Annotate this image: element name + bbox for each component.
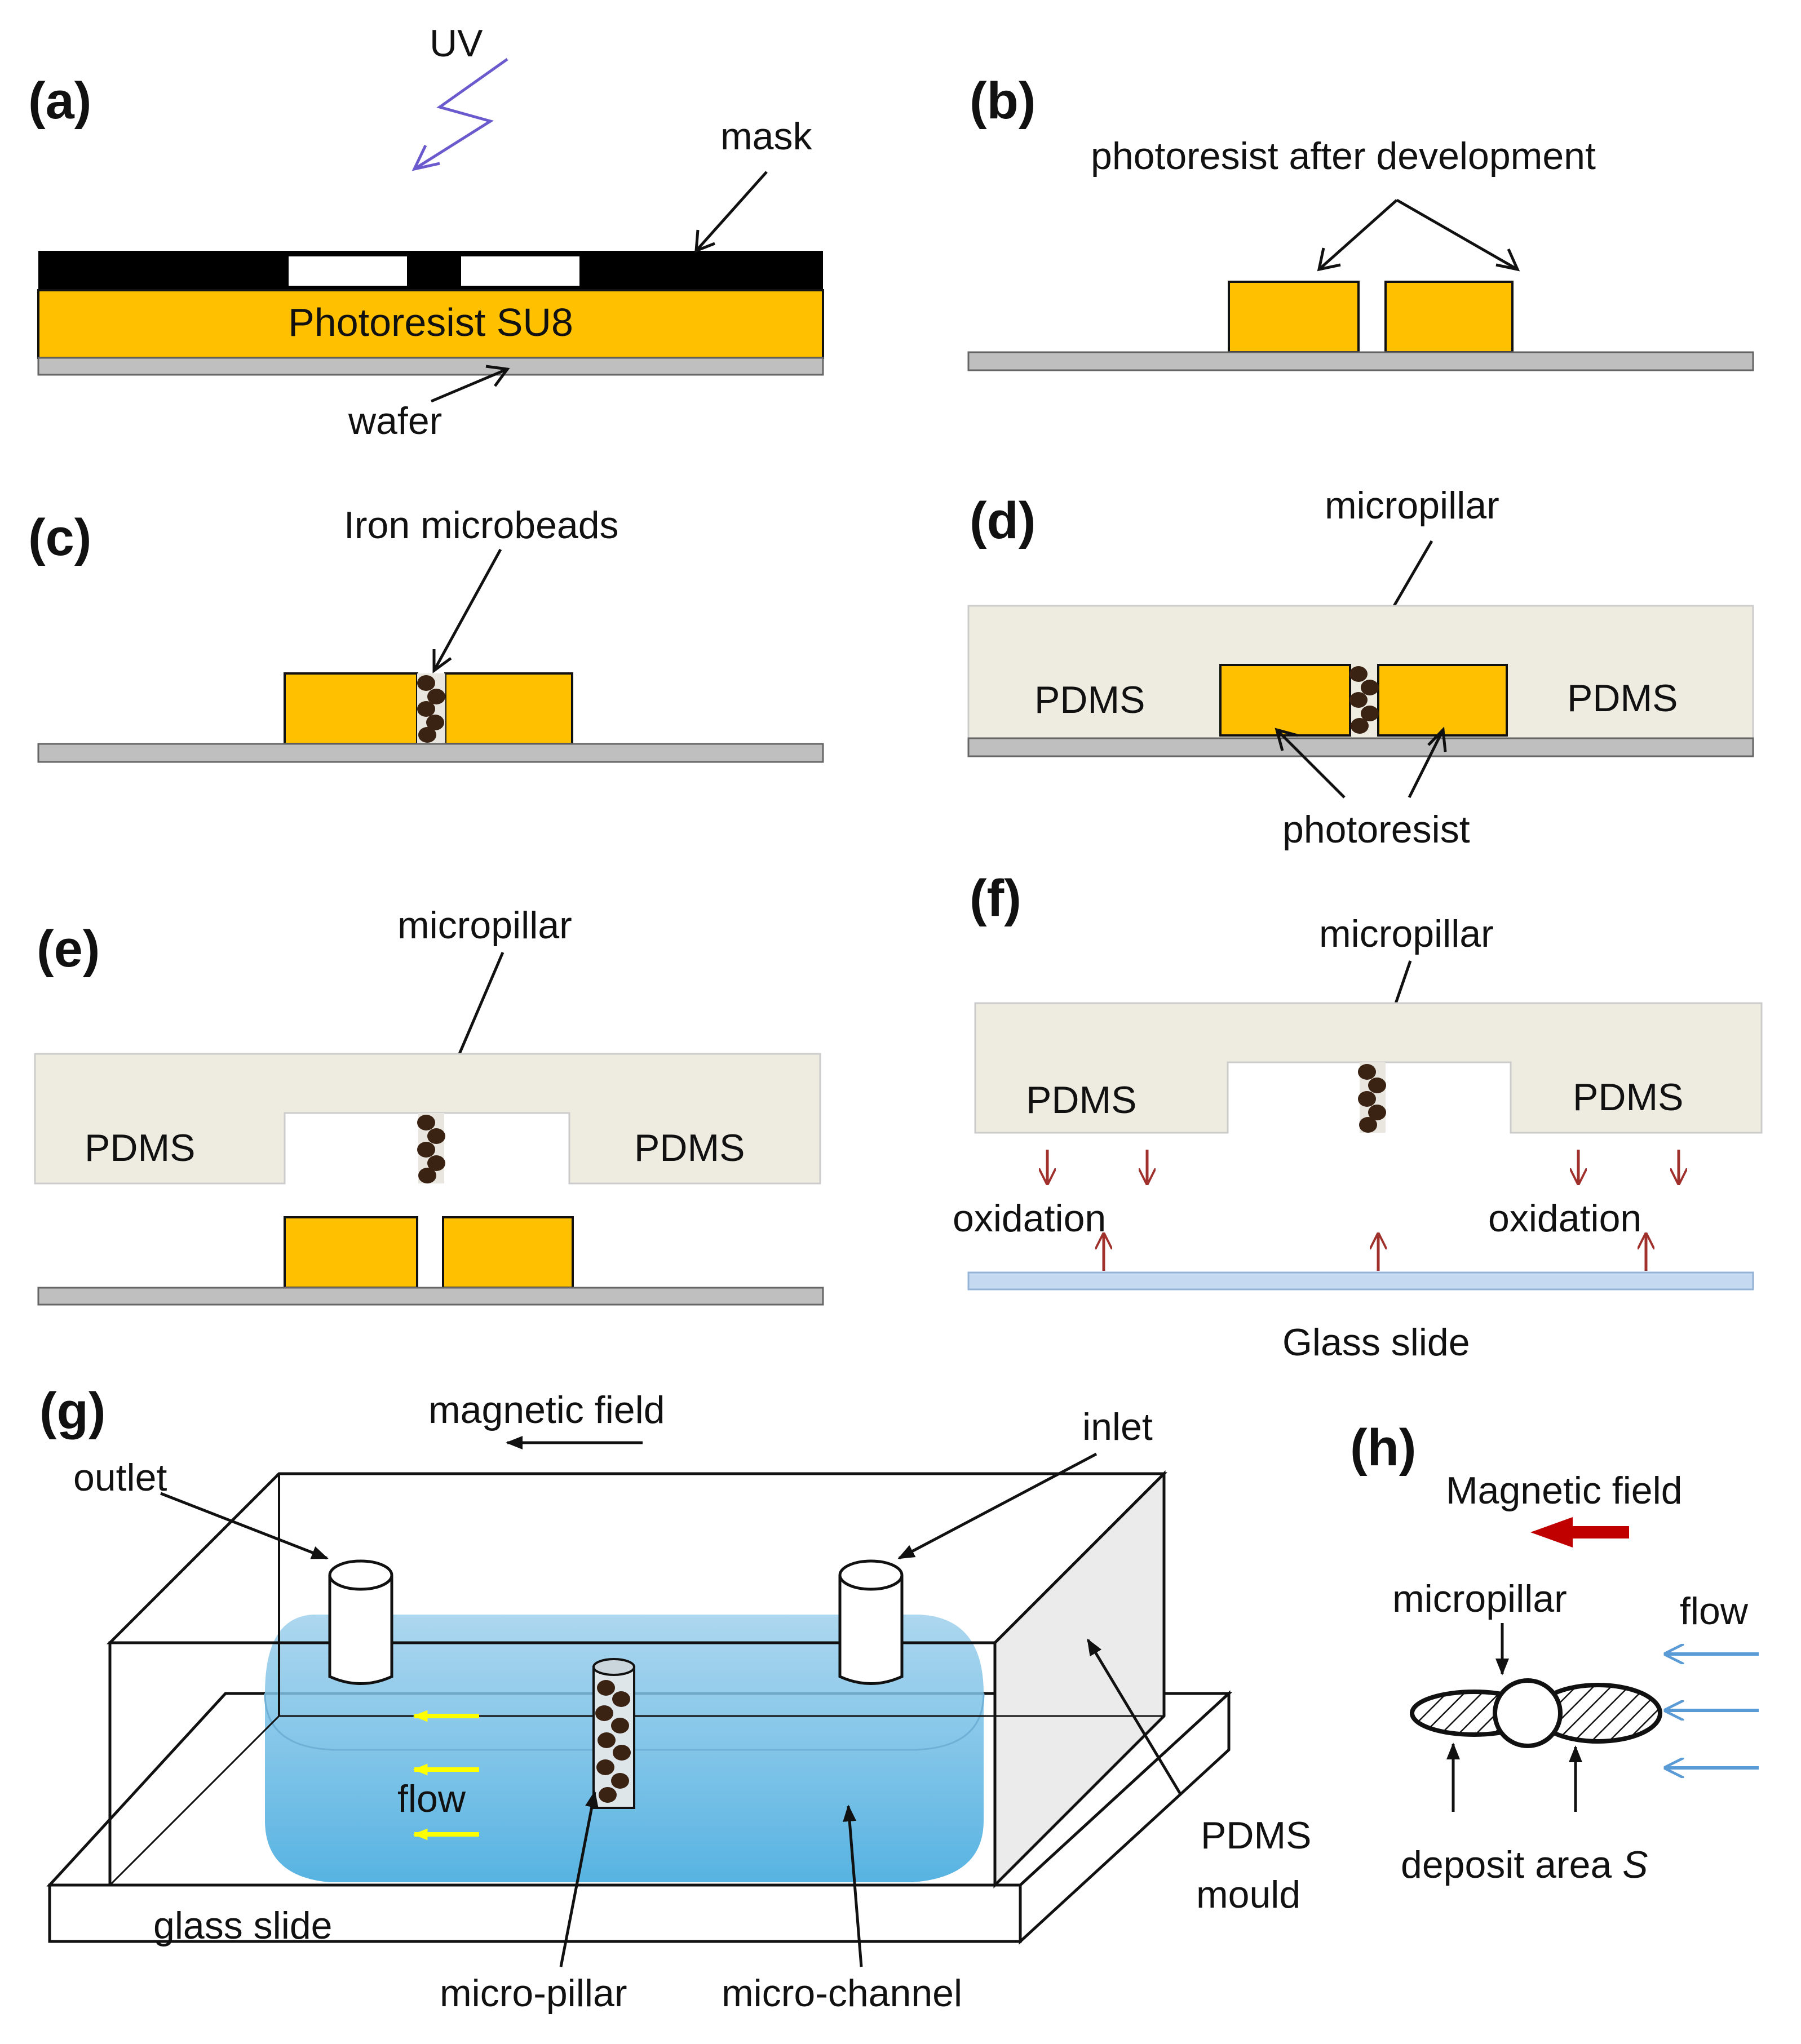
photoresist-label-d: photoresist xyxy=(1282,808,1470,851)
flow-label-h: flow xyxy=(1680,1590,1749,1633)
oxidation-right-label: oxidation xyxy=(1488,1197,1641,1240)
micropillar-label-e: micropillar xyxy=(397,904,572,947)
photoresist-su8-layer xyxy=(37,289,824,359)
pdms-mould-label-line2: mould xyxy=(1196,1873,1300,1916)
pdms-left-label-f: PDMS xyxy=(1026,1079,1136,1121)
glass-slide-label-g: glass slide xyxy=(153,1904,333,1947)
micro-pillar-label: micro-pillar xyxy=(440,1972,627,2015)
panel-g: (g) magnetic field xyxy=(39,1382,1311,2015)
micropillar-circle-h xyxy=(1493,1678,1563,1748)
photoresist-block-right-c xyxy=(444,672,573,745)
micropillar-label-f: micropillar xyxy=(1319,912,1494,955)
panel-e: (e) micropillar PDMS PDMS xyxy=(34,904,824,1306)
wafer-layer-c xyxy=(37,743,824,763)
micropillar-label-h: micropillar xyxy=(1392,1577,1567,1620)
photoresist-block-right-e xyxy=(442,1216,574,1289)
pdms-left-label-e: PDMS xyxy=(85,1127,195,1169)
uv-lightning-icon xyxy=(413,57,508,171)
panel-label-g: (g) xyxy=(39,1382,105,1440)
deposit-area-symbol: S xyxy=(1622,1843,1648,1886)
mask-layer xyxy=(38,251,823,290)
panel-label-c: (c) xyxy=(28,509,91,566)
pdms-mould-f xyxy=(974,1002,1763,1134)
magnetic-field-label-h: Magnetic field xyxy=(1446,1469,1683,1512)
glass-slide-label-f: Glass slide xyxy=(1282,1321,1470,1364)
pdms-right-label-d: PDMS xyxy=(1567,677,1678,720)
panel-label-a: (a) xyxy=(28,72,91,130)
pdms-left-label-d: PDMS xyxy=(1034,679,1145,721)
photoresist-after-development-label: photoresist after development xyxy=(1091,135,1596,178)
mask-label: mask xyxy=(720,115,812,158)
photoresist-su8-label: Photoresist SU8 xyxy=(288,300,573,344)
wafer-layer-d xyxy=(967,737,1754,757)
flow-label-g: flow xyxy=(397,1777,466,1820)
wafer-layer-e xyxy=(37,1287,824,1306)
photoresist-block-left-e xyxy=(284,1216,418,1289)
photoresist-block-left-d xyxy=(1219,664,1351,737)
photoresist-block-left xyxy=(1228,281,1360,353)
micro-channel-label: micro-channel xyxy=(722,1972,962,2015)
glass-slide-f xyxy=(967,1271,1754,1291)
uv-label: UV xyxy=(430,22,483,65)
inlet-port[interactable] xyxy=(838,1559,904,1685)
flow-arrows-h xyxy=(1666,1654,1759,1768)
wafer-layer-b xyxy=(967,351,1754,371)
panel-label-e: (e) xyxy=(37,920,100,978)
micro-pillar-g xyxy=(592,1658,635,1809)
pdms-right-label-f: PDMS xyxy=(1573,1076,1683,1119)
photoresist-block-right xyxy=(1384,281,1514,353)
panel-label-d: (d) xyxy=(970,492,1036,549)
deposit-area-shape xyxy=(1410,1678,1662,1748)
inlet-label: inlet xyxy=(1082,1405,1153,1448)
outlet-port[interactable] xyxy=(328,1559,393,1685)
flow-arrows-g xyxy=(413,1710,479,1841)
panel-d: (d) micropillar PDMS PDMS photoresist xyxy=(967,484,1754,851)
deposit-area-text: deposit area xyxy=(1401,1843,1622,1886)
photoresist-block-right-d xyxy=(1377,664,1508,737)
wafer-label: wafer xyxy=(348,400,442,442)
photoresist-block-left-c xyxy=(284,672,418,745)
panel-label-b: (b) xyxy=(970,72,1036,130)
magnetic-field-arrow-h xyxy=(1530,1517,1629,1548)
panel-a: (a) UV Photoresist SU8 mask wafer xyxy=(28,22,824,442)
panel-f: (f) micropillar PDMS PDMS oxidation oxid… xyxy=(953,870,1763,1364)
wafer-layer xyxy=(37,357,824,376)
oxidation-left-label: oxidation xyxy=(953,1197,1106,1240)
outlet-label: outlet xyxy=(73,1456,167,1499)
panel-label-h: (h) xyxy=(1350,1419,1416,1477)
iron-microbeads-label: Iron microbeads xyxy=(344,504,619,547)
panel-b: (b) photoresist after development xyxy=(967,72,1754,371)
pdms-mould-label-line1: PDMS xyxy=(1201,1814,1311,1857)
panel-h: (h) Magnetic field micropillar flow depo… xyxy=(1350,1419,1759,1886)
oxidation-arrows xyxy=(1047,1150,1679,1271)
magnetic-field-label-g: magnetic field xyxy=(428,1389,665,1431)
panel-c: (c) Iron microbeads xyxy=(28,504,824,763)
deposit-area-label: deposit area S xyxy=(1401,1843,1648,1886)
pdms-mould-e xyxy=(34,1053,821,1185)
panel-label-f: (f) xyxy=(970,870,1021,927)
pdms-right-label-e: PDMS xyxy=(634,1127,745,1169)
micropillar-label-d: micropillar xyxy=(1325,484,1499,527)
